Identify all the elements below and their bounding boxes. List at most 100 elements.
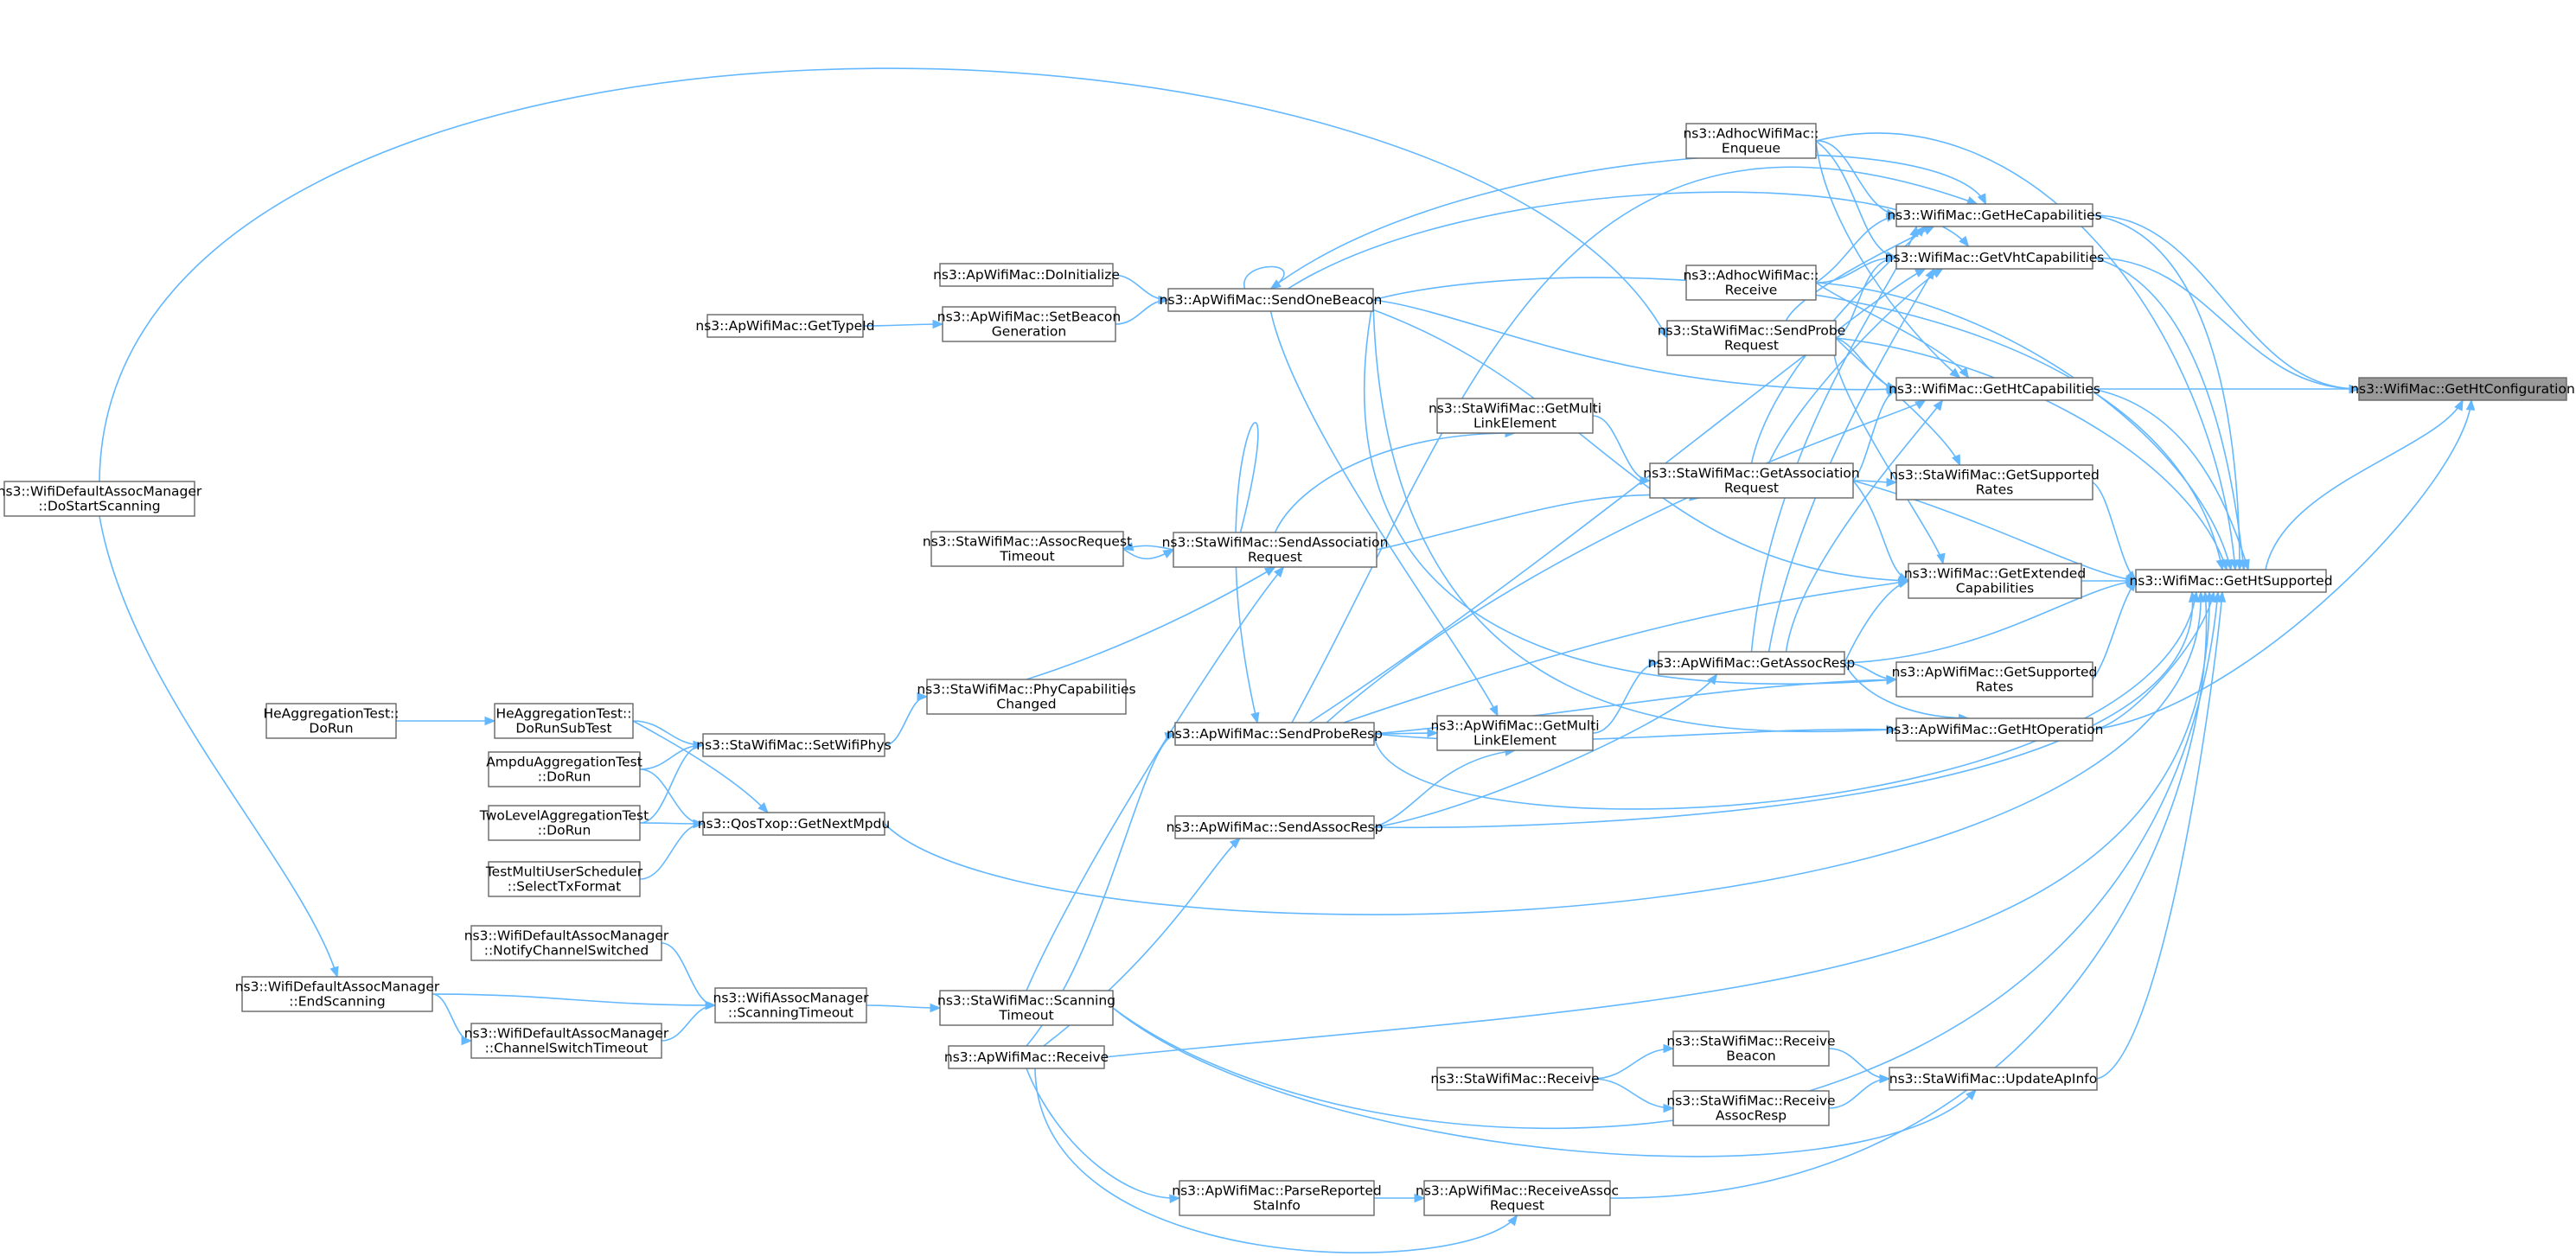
node-box[interactable]: [1436, 715, 1594, 751]
node-box[interactable]: [470, 925, 662, 961]
node-box[interactable]: [1666, 320, 1837, 356]
node-box[interactable]: [1423, 1180, 1611, 1216]
node-box[interactable]: [1685, 123, 1817, 159]
node-label: ns3::WifiMac::GetHtSupported: [2129, 573, 2332, 589]
node-box[interactable]: [942, 306, 1116, 342]
node-box[interactable]: [488, 751, 641, 787]
node-box[interactable]: [930, 531, 1124, 567]
node-box[interactable]: [926, 679, 1127, 715]
node-end-scanning[interactable]: ns3::WifiDefaultAssocManager::EndScannin…: [235, 976, 440, 1012]
node-he-do-run-sub-test[interactable]: HeAggregationTest::DoRunSubTest: [494, 703, 634, 739]
node-get-type-id[interactable]: ns3::ApWifiMac::GetTypeId: [695, 314, 875, 338]
node-box[interactable]: [1895, 203, 2093, 227]
node-box[interactable]: [1889, 1067, 2098, 1091]
node-get-ht-capabilities[interactable]: ns3::WifiMac::GetHtCapabilities: [1889, 377, 2100, 401]
node-adhoc-enqueue[interactable]: ns3::AdhocWifiMac::Enqueue: [1683, 123, 1819, 159]
node-box[interactable]: [1167, 288, 1374, 312]
node-box[interactable]: [939, 263, 1114, 287]
node-set-wifi-phys[interactable]: ns3::StaWifiMac::SetWifiPhys: [696, 733, 892, 757]
node-box[interactable]: [1174, 722, 1375, 746]
node-box[interactable]: [265, 703, 397, 739]
node-box[interactable]: [470, 1023, 662, 1059]
node-box[interactable]: [488, 861, 641, 897]
node-get-assoc-resp[interactable]: ns3::ApWifiMac::GetAssocResp: [1648, 651, 1855, 675]
node-box[interactable]: [939, 990, 1114, 1026]
node-two-level-do-run[interactable]: TwoLevelAggregationTest::DoRun: [479, 805, 649, 841]
node-box[interactable]: [241, 976, 433, 1012]
node-box[interactable]: [702, 733, 885, 757]
node-box[interactable]: [1173, 532, 1377, 568]
node-send-probe-resp[interactable]: ns3::ApWifiMac::SendProbeResp: [1167, 722, 1383, 746]
node-box[interactable]: [1895, 464, 2093, 500]
call-edge-64: [1592, 415, 1652, 486]
node-send-one-beacon[interactable]: ns3::ApWifiMac::SendOneBeacon: [1160, 288, 1383, 312]
node-box[interactable]: [714, 987, 867, 1023]
call-edge-72: [1269, 310, 1499, 717]
node-notify-channel-switched[interactable]: ns3::WifiDefaultAssocManager::NotifyChan…: [464, 925, 669, 961]
node-label: Request: [1724, 338, 1779, 354]
node-label: ns3::StaWifiMac::SendAssociation: [1162, 535, 1389, 551]
node-sta-receive[interactable]: ns3::StaWifiMac::Receive: [1430, 1067, 1600, 1091]
node-label: ns3::QosTxop::GetNextMpdu: [698, 816, 891, 832]
node-send-assoc-resp[interactable]: ns3::ApWifiMac::SendAssocResp: [1167, 815, 1384, 839]
node-box[interactable]: [702, 812, 885, 836]
node-box[interactable]: [1895, 377, 2093, 401]
node-box[interactable]: [2135, 569, 2327, 593]
node-ap-receive[interactable]: ns3::ApWifiMac::Receive: [944, 1045, 1109, 1069]
node-box[interactable]: [2358, 377, 2567, 401]
node-label: ns3::WifiAssocManager: [713, 991, 870, 1006]
node-box[interactable]: [1649, 462, 1854, 499]
node-get-next-mpdu[interactable]: ns3::QosTxop::GetNextMpdu: [698, 812, 891, 836]
node-get-vht-capabilities[interactable]: ns3::WifiMac::GetVhtCapabilities: [1885, 245, 2105, 270]
node-box[interactable]: [706, 314, 864, 338]
node-box[interactable]: [1658, 651, 1845, 675]
node-ampdu-do-run[interactable]: AmpduAggregationTest::DoRun: [486, 751, 642, 787]
node-he-do-run[interactable]: HeAggregationTest::DoRun: [263, 703, 400, 739]
node-box[interactable]: [948, 1045, 1105, 1069]
node-adhoc-receive[interactable]: ns3::AdhocWifiMac::Receive: [1683, 265, 1819, 301]
node-box[interactable]: [1685, 265, 1817, 301]
node-box[interactable]: [494, 703, 634, 739]
node-do-start-scanning[interactable]: ns3::WifiDefaultAssocManager::DoStartSca…: [0, 481, 202, 517]
node-box[interactable]: [1672, 1030, 1830, 1067]
node-update-ap-info[interactable]: ns3::StaWifiMac::UpdateApInfo: [1889, 1067, 2098, 1091]
call-edge-4: [2092, 398, 2476, 730]
node-get-ht-configuration[interactable]: ns3::WifiMac::GetHtConfiguration: [2350, 377, 2575, 401]
node-box[interactable]: [1895, 245, 2093, 270]
node-box[interactable]: [1436, 1067, 1594, 1091]
node-box[interactable]: [488, 805, 641, 841]
node-get-ht-operation[interactable]: ns3::ApWifiMac::GetHtOperation: [1885, 717, 2104, 742]
node-box[interactable]: [1895, 661, 2093, 698]
node-do-initialize[interactable]: ns3::ApWifiMac::DoInitialize: [933, 263, 1120, 287]
node-get-ht-supported[interactable]: ns3::WifiMac::GetHtSupported: [2129, 569, 2333, 593]
call-edge-90: [431, 993, 717, 1011]
node-box[interactable]: [3, 481, 195, 517]
node-assoc-scanning-timeout[interactable]: ns3::WifiAssocManager::ScanningTimeout: [713, 987, 870, 1023]
node-box[interactable]: [1179, 1180, 1375, 1216]
node-box[interactable]: [1436, 398, 1594, 434]
node-label: ns3::StaWifiMac::GetAssociation: [1643, 466, 1859, 481]
node-box[interactable]: [1908, 563, 2082, 599]
node-box[interactable]: [1672, 1090, 1830, 1126]
node-get-he-capabilities[interactable]: ns3::WifiMac::GetHeCapabilities: [1887, 203, 2102, 227]
node-channel-switch-timeout[interactable]: ns3::WifiDefaultAssocManager::ChannelSwi…: [464, 1023, 669, 1059]
node-box[interactable]: [1895, 717, 2093, 742]
node-box[interactable]: [1174, 815, 1375, 839]
node-scanning-timeout[interactable]: ns3::StaWifiMac::ScanningTimeout: [937, 990, 1115, 1026]
node-select-tx-format[interactable]: TestMultiUserScheduler::SelectTxFormat: [485, 861, 643, 897]
